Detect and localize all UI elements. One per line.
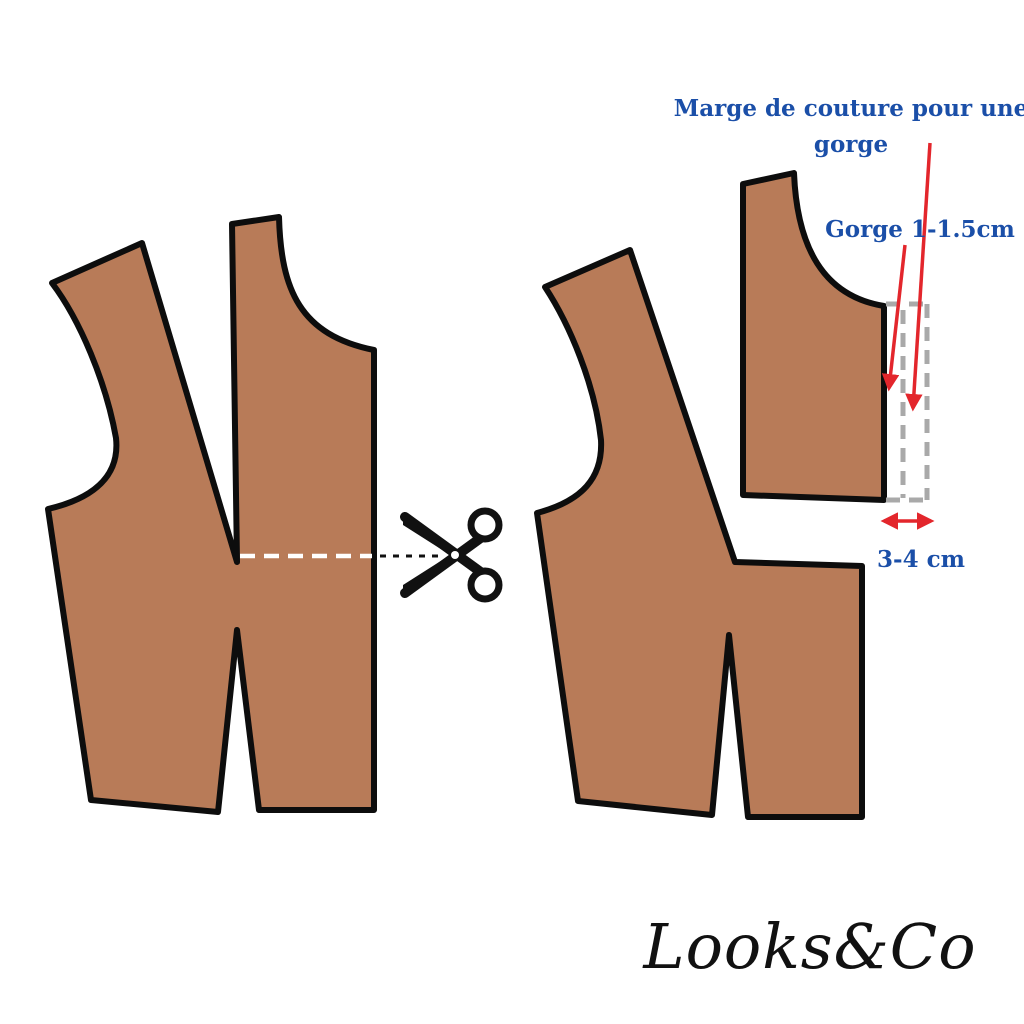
seam-allowance-label-line2: gorge (814, 131, 888, 158)
seam-allowance-label-line1: Marge de couture pour une (674, 95, 1024, 122)
width-label: 3-4 cm (877, 546, 965, 573)
brand-logo: Looks&Co (642, 910, 976, 983)
gorge-arrow (881, 244, 907, 392)
bodice-piece-lower-after (534, 247, 865, 820)
bodice-piece-left-before (45, 214, 377, 815)
scissors-icon (400, 507, 503, 603)
bodice-piece-upper-after (740, 170, 887, 503)
seam-allowance-outline (886, 301, 930, 503)
seam-allowance-arrow (905, 142, 932, 412)
gorge-label: Gorge 1-1.5cm (825, 216, 1015, 243)
